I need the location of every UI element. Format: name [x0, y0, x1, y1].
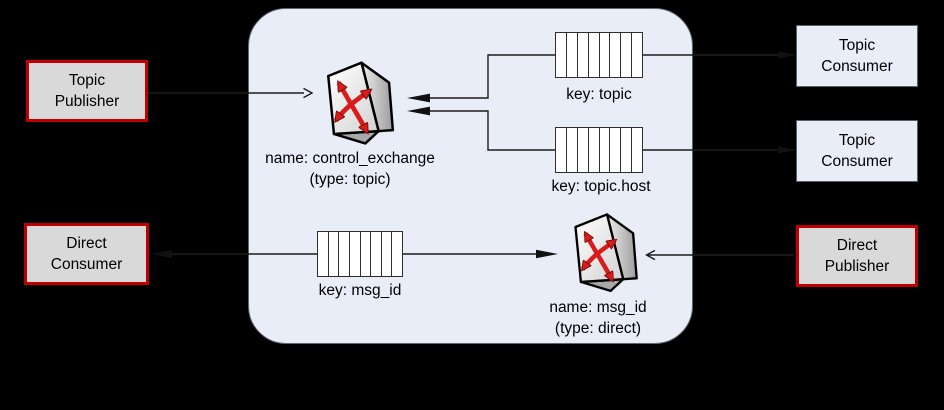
queue-slot	[556, 33, 567, 77]
queue-topic	[555, 32, 643, 78]
queue-slot	[578, 128, 589, 172]
connector-lines	[148, 54, 794, 256]
msgid-exchange-name-label: name: msg_id	[549, 299, 647, 316]
open-arrowheads	[303, 87, 656, 261]
queue-topic-label: key: topic	[566, 86, 632, 103]
exchange-icon-control	[328, 63, 393, 144]
queue-topic-host-label: key: topic.host	[551, 178, 651, 195]
queue-slot	[361, 232, 372, 276]
direct-consumer-box: Direct Consumer	[24, 223, 149, 285]
queue-slot	[350, 232, 361, 276]
queue-slot	[567, 33, 578, 77]
direct-publisher-box: Direct Publisher	[796, 225, 918, 287]
queue-slot	[600, 33, 611, 77]
control-exchange-type-label: (type: topic)	[309, 171, 391, 188]
queue-slot	[621, 33, 633, 77]
queue-slot	[589, 128, 600, 172]
queue-slot	[371, 232, 382, 276]
queue-slot	[382, 232, 393, 276]
exchange-icon-msgid	[576, 214, 637, 291]
queue-slot	[610, 33, 622, 77]
solid-arrowheads	[150, 51, 796, 259]
queue-msg-id-label: key: msg_id	[318, 282, 402, 299]
topic-consumer-box-2: Topic Consumer	[796, 120, 918, 182]
topic-publisher-box: Topic Publisher	[26, 60, 148, 122]
queue-slot	[318, 232, 329, 276]
queue-slot	[600, 128, 611, 172]
queue-slot	[621, 128, 633, 172]
queue-slot	[392, 232, 402, 276]
queue-topic-host	[555, 127, 643, 173]
queue-slot	[589, 33, 600, 77]
queue-slot	[567, 128, 578, 172]
control-exchange-name-label: name: control_exchange	[265, 150, 435, 167]
queue-slot	[610, 128, 622, 172]
queue-slot	[329, 232, 340, 276]
queue-slot	[556, 128, 567, 172]
topic-consumer-box-1: Topic Consumer	[796, 25, 918, 87]
queue-slot	[578, 33, 589, 77]
queue-msg-id	[317, 231, 403, 277]
msgid-exchange-type-label: (type: direct)	[554, 320, 642, 337]
queue-slot	[632, 33, 642, 77]
queue-slot	[339, 232, 350, 276]
queue-slot	[632, 128, 642, 172]
